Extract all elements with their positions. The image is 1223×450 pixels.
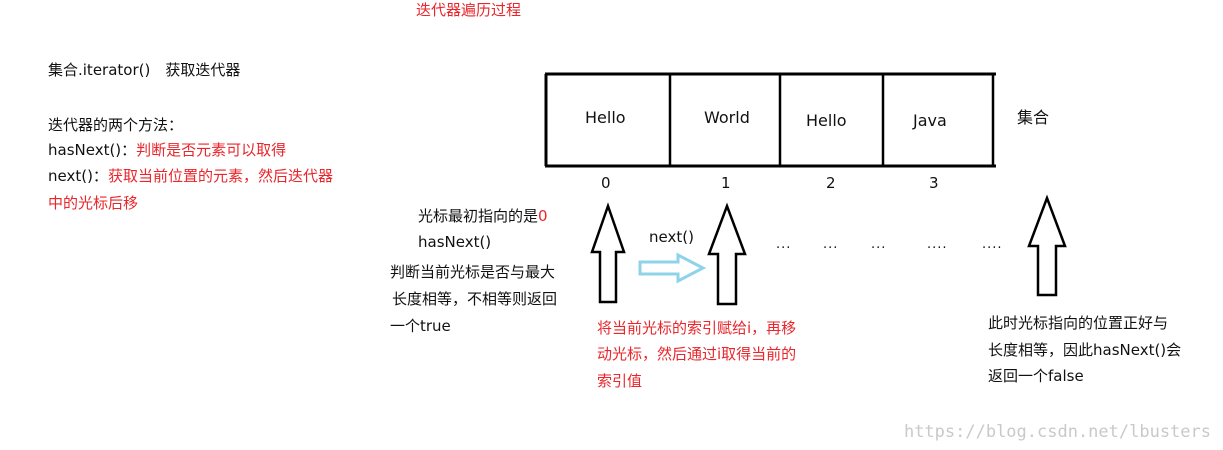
ellipsis-4: .... — [927, 237, 948, 252]
next-note-line-2: 动光标，然后通过i取得当前的 — [597, 345, 797, 363]
cursor-start-desc-1: 判断当前光标是否与最大 — [390, 263, 556, 281]
ellipsis-1: ... — [776, 237, 792, 252]
end-note-line-3: 返回一个false — [988, 367, 1084, 385]
index-label-0: 0 — [601, 174, 611, 192]
cursor-up-arrow-end — [1027, 194, 1067, 297]
next-prefix: next()： — [48, 167, 108, 185]
ellipsis-3: ... — [871, 237, 887, 252]
next-note-line-3: 索引值 — [597, 372, 643, 390]
next-note: next()：获取当前位置的元素，然后迭代器 — [48, 166, 333, 186]
hasnext-prefix: hasNext()： — [48, 141, 137, 159]
cursor-start-note: 光标最初指向的是0 — [418, 206, 548, 226]
cell-label-0: Hello — [585, 108, 626, 127]
next-call-label: next() — [649, 228, 694, 246]
collection-box — [544, 72, 996, 168]
next-desc-1: 获取当前位置的元素，然后迭代器 — [107, 167, 333, 185]
cell-label-3: Java — [913, 111, 947, 130]
cursor-start-desc-2: 长度相等，不相等则返回 — [392, 290, 558, 308]
end-note-line-1: 此时光标指向的位置正好与 — [988, 314, 1169, 332]
cursor-start-value: 0 — [538, 207, 548, 225]
cell-label-1: World — [704, 108, 750, 127]
next-desc-2: 中的光标后移 — [48, 194, 139, 212]
diagram-title: 迭代器遍历过程 — [416, 1, 522, 19]
hasnext-note: hasNext()：判断是否元素可以取得 — [48, 140, 286, 160]
cursor-start-text: 光标最初指向的是 — [418, 207, 539, 225]
cursor-up-arrow-start — [590, 202, 626, 304]
iterator-acquire-note: 集合.iterator() 获取迭代器 — [48, 61, 241, 79]
methods-heading: 迭代器的两个方法： — [48, 116, 184, 134]
next-note-line-1: 将当前光标的索引赋给i，再移 — [597, 319, 797, 337]
hasnext-desc: 判断是否元素可以取得 — [136, 141, 287, 159]
index-label-1: 1 — [721, 174, 731, 192]
index-label-3: 3 — [929, 174, 939, 192]
ellipsis-5: .... — [982, 237, 1003, 252]
index-label-2: 2 — [826, 174, 836, 192]
cursor-start-desc-3: 一个true — [390, 317, 451, 335]
move-right-arrow — [638, 252, 707, 284]
cursor-start-method: hasNext() — [418, 233, 492, 251]
watermark: https://blog.csdn.net/lbusters — [903, 422, 1211, 442]
end-note-line-2: 长度相等，因此hasNext()会 — [988, 341, 1182, 359]
ellipsis-2: ... — [823, 237, 839, 252]
cursor-up-arrow-next — [707, 202, 747, 306]
collection-label: 集合 — [1017, 108, 1050, 127]
cell-label-2: Hello — [806, 111, 847, 130]
